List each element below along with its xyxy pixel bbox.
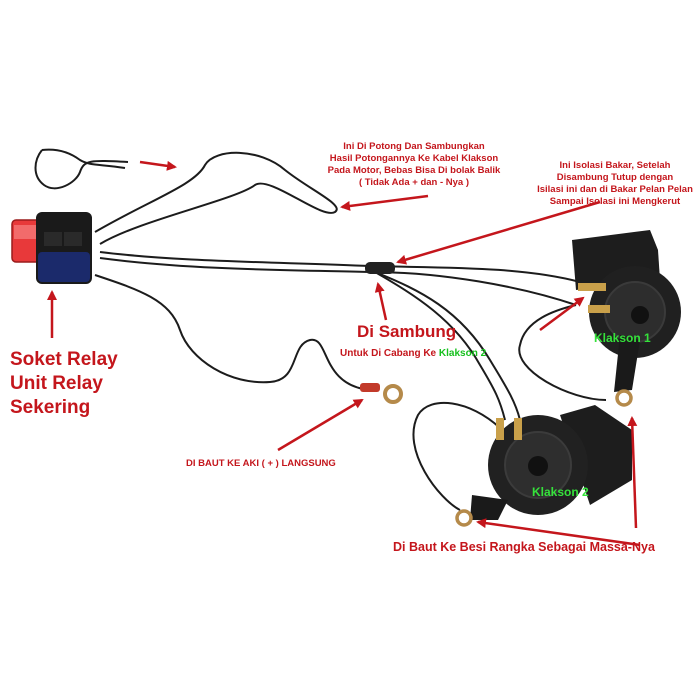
insulation-note-line: Isilasi ini dan di Bakar Pelan Pelan xyxy=(520,184,700,196)
cut-wire-sample xyxy=(36,150,129,189)
battery-note: DI BAUT KE AKI ( + ) LANGSUNG xyxy=(186,458,336,469)
battery-ring-terminal xyxy=(360,383,401,402)
arrow-to-cut-wire xyxy=(342,196,428,207)
cabang-note: Untuk Di Cabang Ke Klakson 2 xyxy=(340,348,486,359)
cabang-target: Klakson 2 xyxy=(439,348,486,359)
di-sambung-label: Di Sambung xyxy=(357,322,456,342)
arrow-horn1-up xyxy=(540,298,583,330)
ground-note: Di Baut Ke Besi Rangka Sebagai Massa-Nya xyxy=(393,540,655,554)
cabang-prefix: Untuk Di Cabang Ke xyxy=(340,348,436,359)
arrow-ground-horn1 xyxy=(632,418,636,528)
insulation-note-line: Disambung Tutup dengan xyxy=(520,172,700,184)
cut-wire-note: Ini Di Potong Dan Sambungkan Hasil Poton… xyxy=(306,141,522,189)
relay-label-line: Soket Relay xyxy=(10,348,118,372)
arrow-to-splice xyxy=(398,202,600,262)
cut-wire-arrow xyxy=(140,162,175,167)
arrow-to-battery xyxy=(278,400,362,450)
insulation-note-line: Ini Isolasi Bakar, Setelah xyxy=(520,160,700,172)
arrow-splice-down xyxy=(378,284,386,320)
cut-note-line: ( Tidak Ada + dan - Nya ) xyxy=(306,177,522,189)
insulation-note: Ini Isolasi Bakar, Setelah Disambung Tut… xyxy=(520,160,700,208)
cut-note-line: Hasil Potongannya Ke Kabel Klakson xyxy=(306,153,522,165)
horn-2-body xyxy=(457,405,632,525)
cut-note-line: Ini Di Potong Dan Sambungkan xyxy=(306,141,522,153)
splice-insulation xyxy=(365,262,395,274)
cut-note-line: Pada Motor, Bebas Bisa Di bolak Balik xyxy=(306,165,522,177)
horn-1-label: Klakson 1 xyxy=(594,331,651,345)
relay-label-line: Unit Relay xyxy=(10,372,118,396)
insulation-note-line: Sampai Isolasi ini Mengkerut xyxy=(520,196,700,208)
horn-1-body xyxy=(572,230,681,405)
relay-label-line: Sekering xyxy=(10,396,118,420)
relay-label: Soket Relay Unit Relay Sekering xyxy=(10,348,118,420)
relay-assembly xyxy=(12,212,92,284)
horn-2-label: Klakson 2 xyxy=(532,485,589,499)
